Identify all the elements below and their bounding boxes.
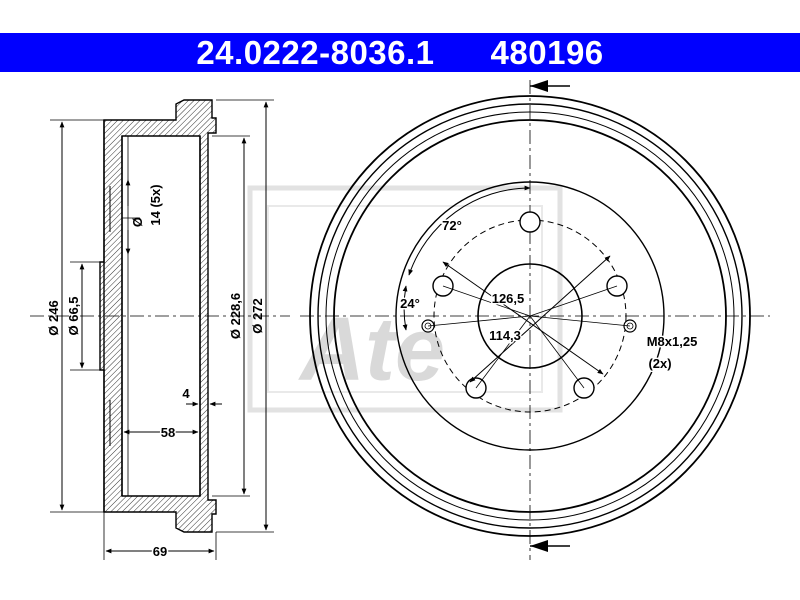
outer-rim-circle	[309, 95, 751, 537]
dim-line-114-3	[469, 255, 611, 383]
side-section-view: Ø 246 Ø 66,5 Ø 14 (5x) Ø 228,6 Ø 272 4 5…	[30, 99, 290, 561]
label-thread-count: (2x)	[648, 356, 671, 371]
label-bolt-circle-b: 114,3	[489, 328, 521, 343]
label-overall-diameter: Ø 272	[250, 298, 265, 333]
label-hub-bore: Ø 66,5	[66, 296, 81, 335]
angle-arc-72	[408, 185, 531, 276]
hub-flange-circle	[395, 181, 665, 451]
label-thread-angle: 24°	[400, 296, 420, 311]
label-braking-diameter: Ø 228,6	[228, 293, 243, 339]
dim-line-126-5	[442, 261, 604, 375]
label-drum-depth: 58	[161, 425, 175, 440]
angle-arc-24	[402, 285, 408, 331]
part-number: 24.0222-8036.1	[196, 33, 435, 71]
section-marker-top	[530, 80, 570, 92]
front-view: 72° 24° 126,5 114,3 M8x1,25 (2x)	[300, 80, 770, 560]
label-thread-spec: M8x1,25	[647, 334, 698, 349]
section-marker-bottom	[530, 540, 570, 552]
header: 24.0222-8036.1 480196	[0, 33, 800, 72]
label-offset: 4	[182, 386, 190, 401]
label-outer-diameter: Ø 246	[46, 300, 61, 335]
header-bar	[0, 33, 800, 72]
label-bolt-angle: 72°	[442, 218, 462, 233]
label-bolt-circle-a: 126,5	[492, 291, 525, 306]
ref-number: 480196	[490, 33, 604, 71]
label-overall-width: 69	[153, 544, 167, 559]
label-bolt-hole-spec: 14 (5x)	[148, 184, 163, 225]
label-bolt-hole: Ø	[130, 217, 145, 227]
watermark-text: Ate	[298, 300, 445, 400]
bolt-hole	[519, 211, 541, 233]
